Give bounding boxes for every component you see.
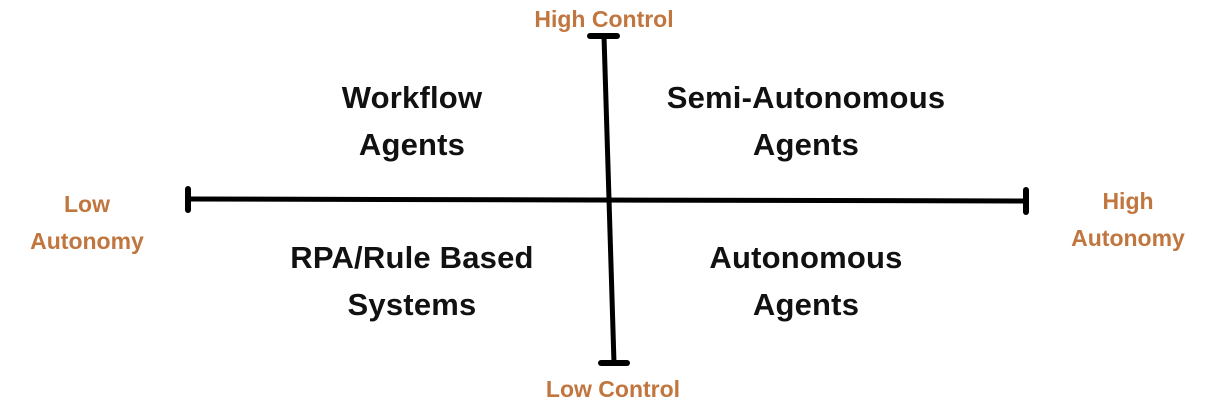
quadrant-label-rpa-rule-based-systems: RPA/Rule Based Systems	[290, 240, 534, 322]
quadrant-label-workflow-agents: Workflow Agents	[341, 80, 483, 162]
quadrant-label-semi-autonomous-agents: Semi-Autonomous Agents	[666, 80, 946, 162]
axis-label-low-autonomy: Low Autonomy	[30, 191, 144, 254]
axis-label-high-autonomy: High Autonomy	[1071, 188, 1185, 251]
axis-label-low-control: Low Control	[545, 376, 681, 402]
axis-label-high-control: High Control	[534, 6, 674, 32]
horizontal-axis-line	[185, 196, 1029, 204]
quadrant-label-autonomous-agents: Autonomous Agents	[709, 240, 903, 322]
